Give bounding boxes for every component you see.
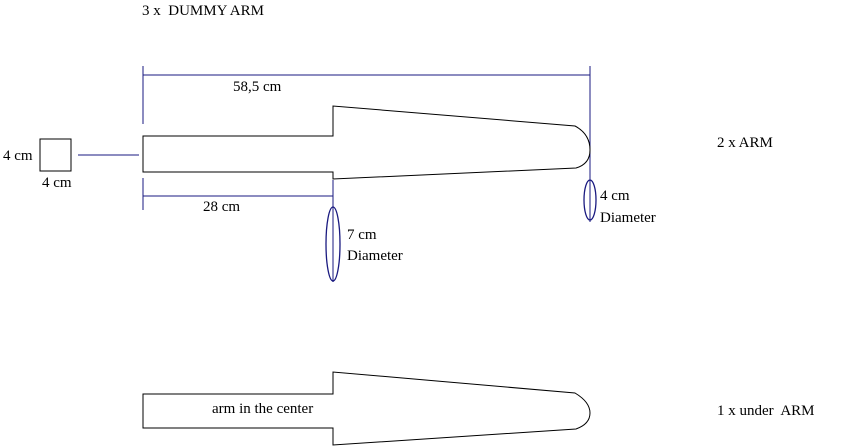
under-arm-count-label: 1 x under ARM <box>717 403 815 419</box>
base-diameter-word-label: Diameter <box>347 248 403 264</box>
overall-length-label: 58,5 cm <box>233 79 282 95</box>
base-diameter-value-label: 7 cm <box>347 227 377 243</box>
overall-length-dimension <box>142 66 591 222</box>
tip-diameter-word-label: Diameter <box>600 210 656 226</box>
tip-diameter-value-label: 4 cm <box>600 188 630 204</box>
square-block <box>39 138 72 172</box>
box-width-label: 4 cm <box>42 175 72 191</box>
diagram-title: 3 x DUMMY ARM <box>142 3 264 19</box>
tip-diameter-ellipse <box>583 179 597 221</box>
center-note-label: arm in the center <box>212 401 314 417</box>
base-length-dimension <box>142 178 334 282</box>
arm-count-label: 2 x ARM <box>717 135 773 151</box>
base-diameter-ellipse <box>325 206 341 282</box>
base-length-label: 28 cm <box>203 199 241 215</box>
upper-arm-outline <box>142 105 591 180</box>
lower-arm-outline <box>142 371 591 446</box>
box-height-label: 4 cm <box>3 148 33 164</box>
